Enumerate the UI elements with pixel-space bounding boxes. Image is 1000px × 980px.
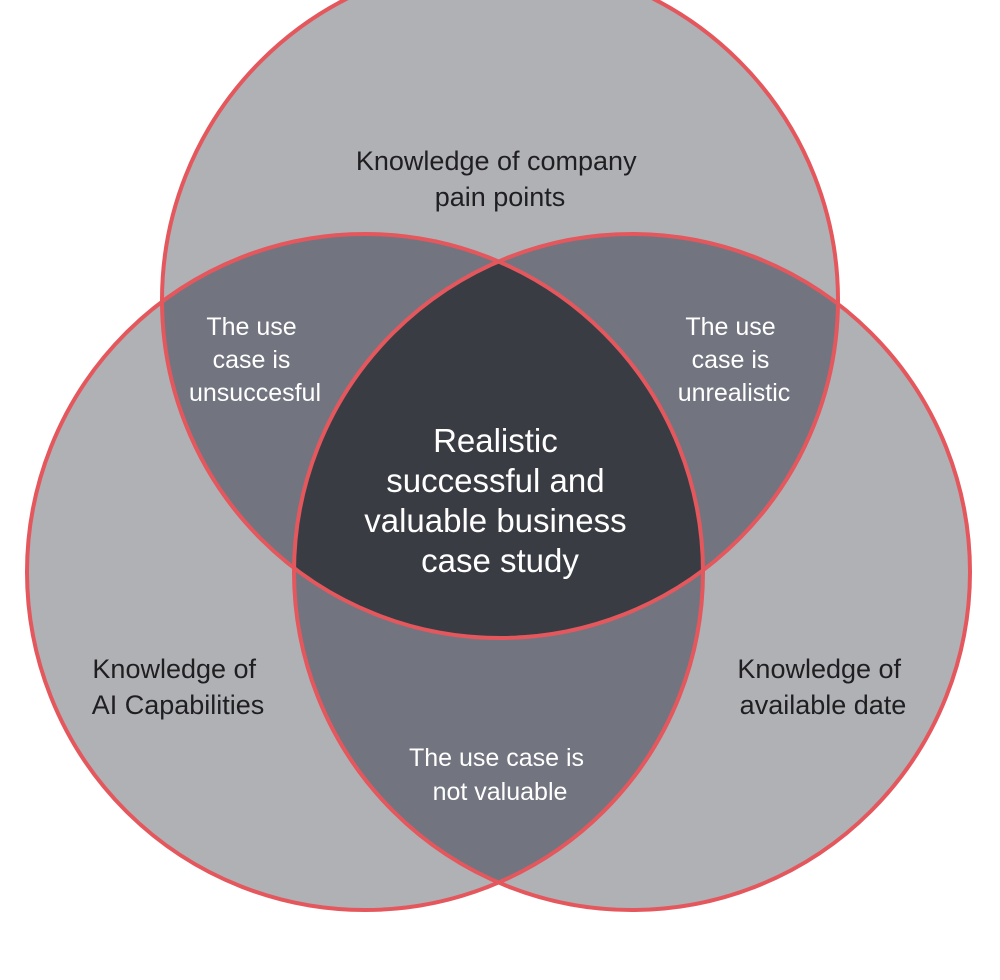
label-top-left-line: unsuccesful [189,379,321,407]
outline-left [25,232,705,912]
label-right: Knowledge of available date [737,654,908,720]
label-right-line: available date [740,690,907,720]
label-left-line: AI Capabilities [92,690,265,720]
label-left-right-line: The use case is [409,744,584,772]
region-center [294,234,703,638]
label-center-line: successful and [386,462,604,499]
label-right-line: Knowledge of [737,654,901,684]
label-top-line: Knowledge of company [356,146,637,176]
label-top-right: The use case is unrealistic [678,313,791,407]
label-left: Knowledge of AI Capabilities [92,654,265,720]
label-top-right-line: case is [692,346,770,374]
label-center-line: case study [421,542,579,579]
label-left-line: Knowledge of [92,654,256,684]
label-top-right-line: unrealistic [678,379,791,407]
label-left-right: The use case is not valuable [409,744,591,806]
outline-right [292,232,972,912]
label-left-right-line: not valuable [433,778,568,806]
label-center-line: valuable business [364,502,626,539]
label-top-left: The use case is unsuccesful [189,313,321,407]
label-center-line: Realistic [433,422,558,459]
label-top: Knowledge of company pain points [356,146,644,212]
label-top-right-line: The use [685,313,775,341]
label-top-left-line: The use [206,313,296,341]
label-top-left-line: case is [213,346,291,374]
circle-outlines [25,0,972,912]
label-center: Realistic successful and valuable busine… [364,422,636,579]
label-top-line: pain points [435,182,566,212]
